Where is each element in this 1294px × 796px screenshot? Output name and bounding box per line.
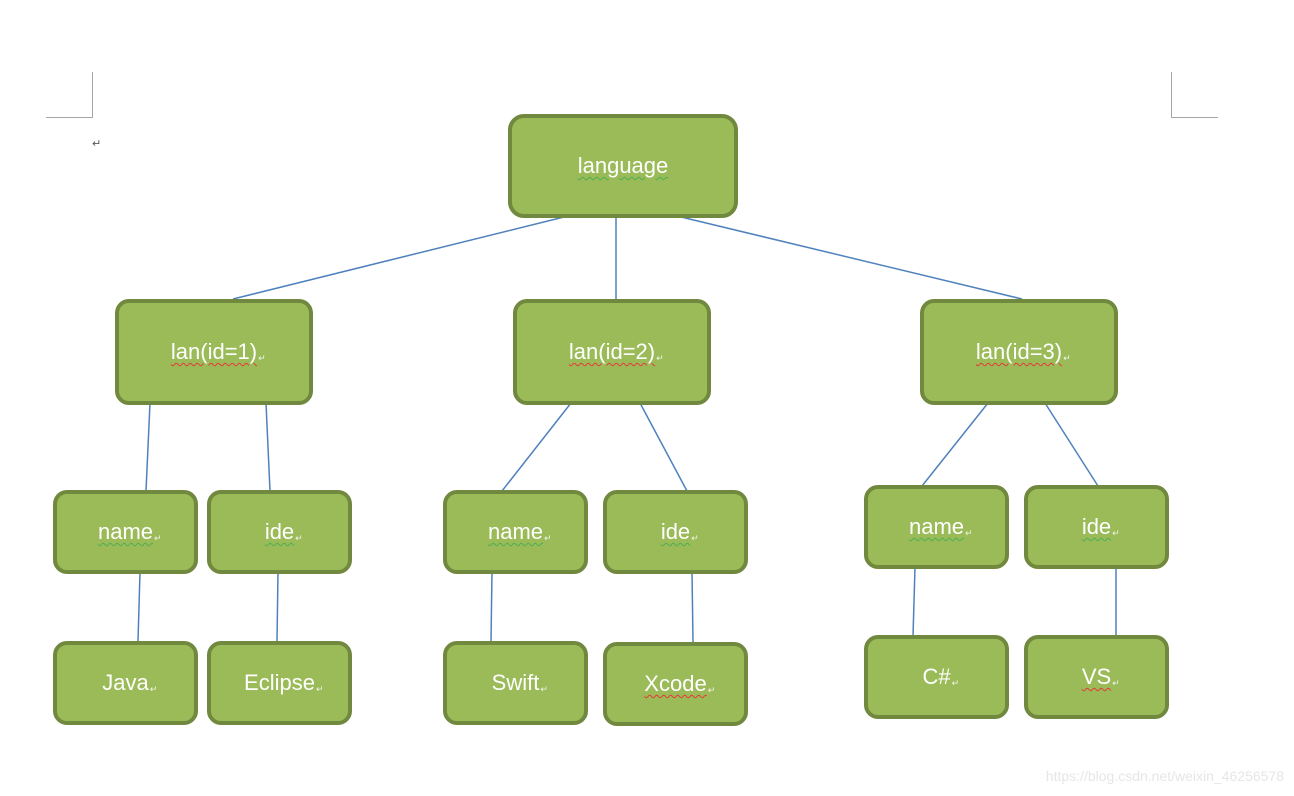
- node-eclipse[interactable]: Eclipse↵: [207, 641, 352, 725]
- edge-lan1-name1: [145, 402, 151, 492]
- node-name-3[interactable]: name↵: [864, 485, 1009, 569]
- edge-lan3-name3: [921, 402, 989, 487]
- node-name-2[interactable]: name↵: [443, 490, 588, 574]
- node-csharp[interactable]: C#↵: [864, 635, 1009, 719]
- node-ide-3[interactable]: ide↵: [1024, 485, 1169, 569]
- node-vs-label: VS: [1081, 664, 1112, 689]
- node-lan-3-label: lan(id=3): [975, 339, 1063, 364]
- edge-lan3-ide3: [1044, 402, 1099, 487]
- paragraph-mark: ↵: [149, 684, 158, 695]
- node-ide-1[interactable]: ide↵: [207, 490, 352, 574]
- node-name-2-label: name: [487, 519, 544, 544]
- paragraph-mark: ↵: [656, 353, 664, 364]
- watermark: https://blog.csdn.net/weixin_46256578: [1045, 768, 1284, 784]
- node-xcode-label: Xcode: [644, 671, 707, 696]
- paragraph-mark: ↵: [707, 685, 716, 696]
- paragraph-mark: ↵: [691, 533, 699, 544]
- node-ide-2[interactable]: ide↵: [603, 490, 748, 574]
- edge-name1-java: [137, 571, 141, 642]
- edge-lan2-name2: [501, 402, 572, 492]
- crop-mark-top-right: [1171, 72, 1218, 118]
- node-language[interactable]: language: [508, 114, 738, 218]
- paragraph-mark: ↵: [544, 533, 552, 544]
- paragraph-mark: ↵: [951, 678, 960, 689]
- node-lan-2-label: lan(id=2): [568, 339, 656, 364]
- paragraph-mark: ↵: [540, 684, 548, 695]
- paragraph-mark: ↵: [1063, 353, 1071, 364]
- node-java-label: Java: [102, 670, 149, 695]
- node-java[interactable]: Java↵: [53, 641, 198, 725]
- node-ide-2-label: ide: [660, 519, 691, 544]
- node-ide-1-label: ide: [264, 519, 295, 544]
- node-vs[interactable]: VS↵: [1024, 635, 1169, 719]
- node-name-1-label: name: [97, 519, 154, 544]
- node-lan-1-label: lan(id=1): [170, 339, 258, 364]
- paragraph-mark: ↵: [1112, 528, 1120, 539]
- node-name-3-label: name: [908, 514, 965, 539]
- paragraph-mark: ↵: [315, 684, 324, 695]
- node-xcode[interactable]: Xcode↵: [603, 642, 748, 726]
- node-ide-3-label: ide: [1081, 514, 1112, 539]
- node-name-1[interactable]: name↵: [53, 490, 198, 574]
- paragraph-mark: ↵: [965, 528, 973, 539]
- paragraph-mark: ↵: [258, 353, 266, 364]
- paragraph-mark: ↵: [154, 533, 162, 544]
- node-language-label: language: [577, 153, 669, 178]
- node-lan-1[interactable]: lan(id=1)↵: [115, 299, 313, 405]
- edge-root-lan3: [676, 215, 1023, 300]
- edge-name2-swift: [490, 571, 493, 642]
- paragraph-mark: ↵: [92, 138, 102, 150]
- edge-ide2-xcode: [691, 571, 694, 643]
- node-eclipse-label: Eclipse: [244, 670, 315, 695]
- node-swift[interactable]: Swift↵: [443, 641, 588, 725]
- edge-lan2-ide2: [639, 402, 688, 492]
- edge-lan1-ide1: [265, 402, 271, 492]
- node-csharp-label: C#: [922, 664, 951, 689]
- node-lan-2[interactable]: lan(id=2)↵: [513, 299, 711, 405]
- edge-ide1-eclipse: [276, 571, 279, 642]
- node-swift-label: Swift: [491, 670, 540, 695]
- edge-root-lan1: [232, 215, 569, 300]
- crop-mark-top-left: [46, 72, 93, 118]
- paragraph-mark: ↵: [295, 533, 303, 544]
- paragraph-mark: ↵: [1112, 678, 1120, 689]
- edge-name3-csharp: [912, 566, 916, 637]
- node-lan-3[interactable]: lan(id=3)↵: [920, 299, 1118, 405]
